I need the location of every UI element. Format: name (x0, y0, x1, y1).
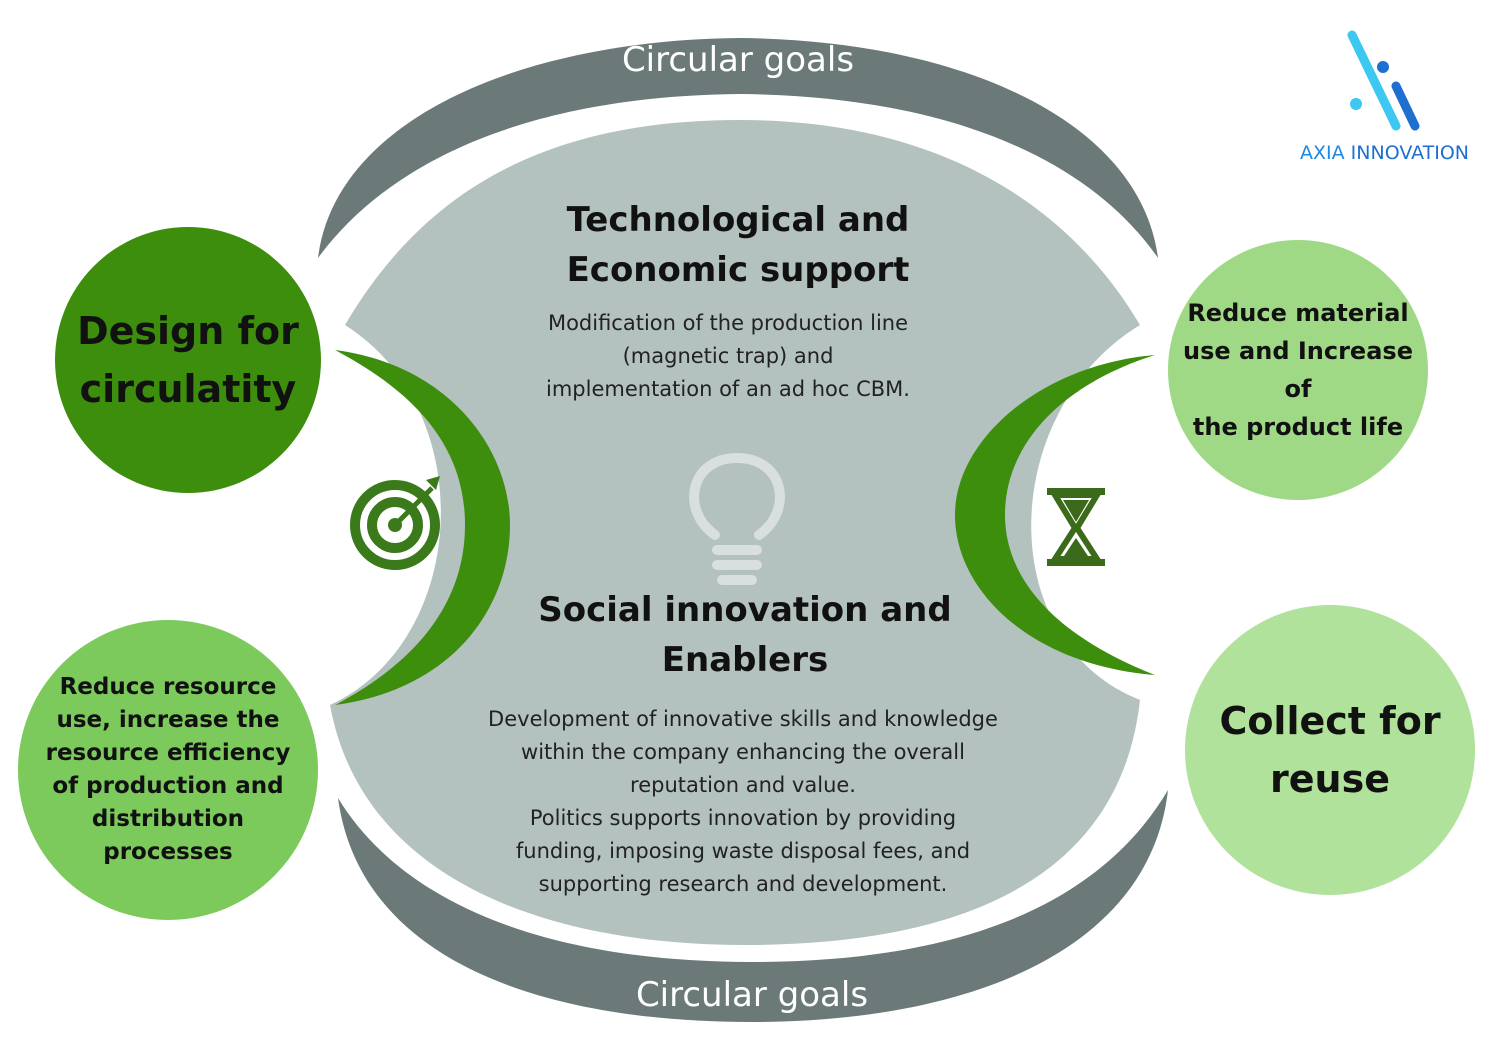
top-arc (318, 38, 1158, 258)
social-body-line4: Politics supports innovation by providin… (529, 806, 957, 830)
circle-collect (1185, 605, 1475, 895)
logo-wordmark: AXIA INNOVATION (1300, 142, 1469, 164)
reduce-resource-label: Reduce resource use, increase the resour… (18, 620, 318, 920)
circle-design (55, 227, 321, 493)
hourglass-icon (1047, 488, 1105, 566)
reduce-material-line2: use and Increase of (1183, 337, 1413, 403)
social-title-line2: Enablers (661, 640, 829, 680)
bottom-arc-label: Circular goals (635, 975, 869, 1015)
reduce-resource-line6: processes (103, 839, 233, 865)
left-crescent (335, 350, 510, 705)
tech-economic-body: Modification of the production line (mag… (478, 307, 978, 406)
tech-economic-title: Technological and Economic support (488, 195, 988, 295)
lightbulb-icon (689, 452, 785, 585)
social-enablers-body: Development of innovative skills and kno… (443, 703, 1043, 901)
collect-line1: Collect for (1219, 699, 1441, 743)
design-line1: Design for (77, 309, 299, 353)
reduce-resource-line4: of production and (52, 773, 284, 799)
design-for-circularity-label: Design for circulatity (55, 227, 321, 493)
social-body-line3: reputation and value. (630, 773, 856, 797)
collect-for-reuse-label: Collect for reuse (1185, 605, 1475, 895)
social-title-line1: Social innovation and (538, 590, 952, 630)
circle-reduce-resource (18, 620, 318, 920)
center-shape (330, 120, 1140, 945)
reduce-material-line1: Reduce material (1187, 299, 1409, 327)
reduce-resource-line2: use, increase the (56, 707, 280, 733)
reduce-resource-line5: distribution (91, 806, 245, 832)
tech-body-line3: implementation of an ad hoc CBM. (546, 377, 910, 401)
social-body-line6: supporting research and development. (538, 872, 948, 896)
tech-body-line1: Modification of the production line (547, 311, 909, 335)
top-arc-label: Circular goals (621, 40, 855, 80)
reduce-resource-line1: Reduce resource (59, 674, 277, 700)
logo-mark (1347, 30, 1420, 131)
social-enablers-title: Social innovation and Enablers (495, 585, 995, 685)
target-icon (350, 476, 440, 570)
right-crescent (955, 355, 1155, 675)
tech-title-line1: Technological and (566, 200, 910, 240)
logo-word-innovation: INNOVATION (1344, 142, 1469, 164)
tech-body-line2: (magnetic trap) and (622, 344, 834, 368)
collect-line2: reuse (1270, 757, 1390, 801)
reduce-material-line3: the product life (1192, 413, 1404, 441)
reduce-resource-line3: resource efficiency (45, 740, 291, 766)
logo-word-axia: AXIA (1300, 142, 1345, 164)
social-body-line5: funding, imposing waste disposal fees, a… (515, 839, 971, 863)
social-body-line2: within the company enhancing the overall (521, 740, 965, 764)
reduce-material-label: Reduce material use and Increase of the … (1168, 240, 1428, 500)
circle-reduce-material (1168, 240, 1428, 500)
design-line2: circulatity (79, 367, 297, 411)
tech-title-line2: Economic support (566, 250, 910, 290)
bottom-arc (338, 790, 1168, 1022)
social-body-line1: Development of innovative skills and kno… (488, 707, 998, 731)
